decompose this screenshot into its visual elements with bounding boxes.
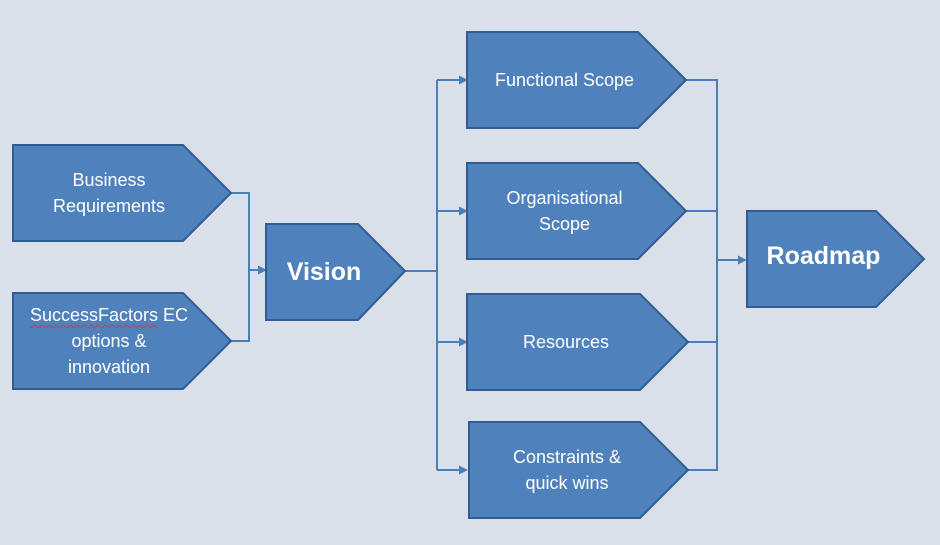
connectors: [231, 75, 747, 475]
node-vision-label: Vision: [286, 258, 362, 286]
arrowhead-constraints: [459, 465, 468, 475]
arrowhead-organisational: [459, 206, 468, 216]
connector-business-to-vision: [231, 192, 250, 270]
shape-business-requirements: [12, 144, 233, 242]
shape-constraints: [468, 421, 690, 519]
shape-organisational-scope: [466, 162, 688, 260]
successfactors-rest: EC options & innovation: [67, 305, 189, 377]
node-constraints-label: Constraints & quick wins: [512, 447, 622, 493]
connector-functional-out: [686, 79, 718, 471]
arrowhead-roadmap: [738, 255, 747, 265]
node-business-requirements: Business Requirements: [13, 145, 205, 241]
shape-resources: [466, 293, 690, 391]
node-vision: Vision: [266, 224, 382, 320]
node-organisational-scope: Organisational Scope: [467, 163, 662, 259]
node-roadmap-label: Roadmap: [766, 242, 881, 270]
arrowhead-resources: [459, 337, 468, 347]
arrowhead-vision: [258, 265, 267, 275]
node-resources-label: Resources: [522, 332, 610, 352]
shape-vision: [265, 223, 407, 321]
node-constraints: Constraints & quick wins: [469, 422, 665, 518]
node-successfactors: SuccessFactors EC options & innovation: [13, 293, 205, 389]
shape-functional-scope: [466, 31, 688, 129]
node-resources: Resources: [467, 294, 665, 390]
node-functional-scope: Functional Scope: [467, 32, 662, 128]
arrowhead-functional: [459, 75, 468, 85]
shape-roadmap: [746, 210, 926, 308]
shape-successfactors: [12, 292, 233, 390]
successfactors-word: SuccessFactors: [29, 305, 159, 325]
connector-successfactors-to-vision: [231, 270, 250, 342]
node-roadmap: Roadmap: [747, 211, 900, 307]
node-business-requirements-label: Business Requirements: [52, 170, 166, 216]
node-functional-scope-label: Functional Scope: [494, 70, 635, 90]
node-organisational-scope-label: Organisational Scope: [506, 188, 623, 234]
node-successfactors-label: SuccessFactors EC options & innovation: [30, 302, 188, 380]
shapes: [12, 31, 926, 519]
